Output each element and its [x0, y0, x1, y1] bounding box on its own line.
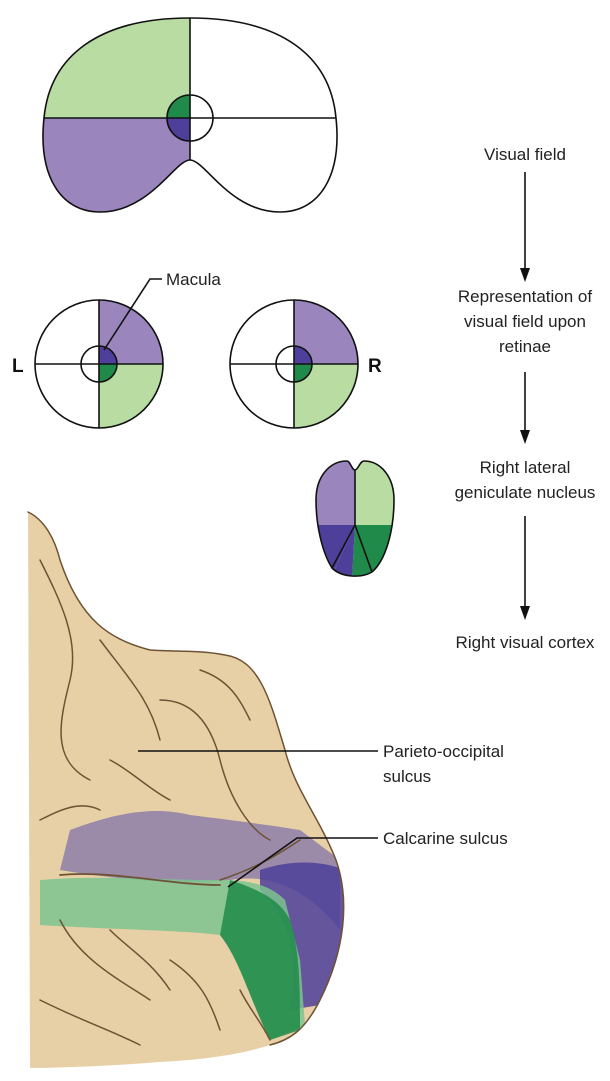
field-outline	[42, 17, 338, 213]
lateral-geniculate-nucleus-diagram	[315, 460, 395, 577]
flow-step-3-line-1: Right lateral	[480, 458, 571, 477]
field-macula-upper	[167, 95, 190, 118]
macula-label: Macula	[166, 270, 221, 289]
left-eye-label: L	[12, 356, 24, 377]
right-retina	[229, 299, 359, 429]
flow-step-2-line-2: visual field upon	[464, 312, 586, 331]
flow-step-4-line-1: Right visual cortex	[456, 633, 595, 652]
visual-field-diagram	[42, 17, 338, 213]
occipital-cortex-illustration	[27, 511, 345, 1068]
flow-step-3-line-2: geniculate nucleus	[455, 483, 596, 502]
flow-step-1-line-1: Visual field	[484, 145, 566, 164]
parieto-occipital-label-line-2: sulcus	[383, 767, 431, 786]
upper-left-quadrant	[43, 18, 190, 118]
macula-leader-line	[103, 278, 162, 351]
calcarine-sulcus-label: Calcarine sulcus	[383, 829, 508, 848]
flow-step-2-line-3: retinae	[499, 337, 551, 356]
calcarine-leader	[227, 837, 378, 888]
lower-left-quadrant	[43, 118, 190, 212]
left-retina	[34, 299, 164, 429]
flow-chart: Visual field Representation of visual fi…	[455, 145, 596, 652]
right-eye-label: R	[368, 356, 382, 377]
parieto-occipital-label-line-1: Parieto-occipital	[383, 742, 504, 761]
field-macula-lower	[167, 118, 190, 141]
flow-step-2-line-1: Representation of	[458, 287, 592, 306]
